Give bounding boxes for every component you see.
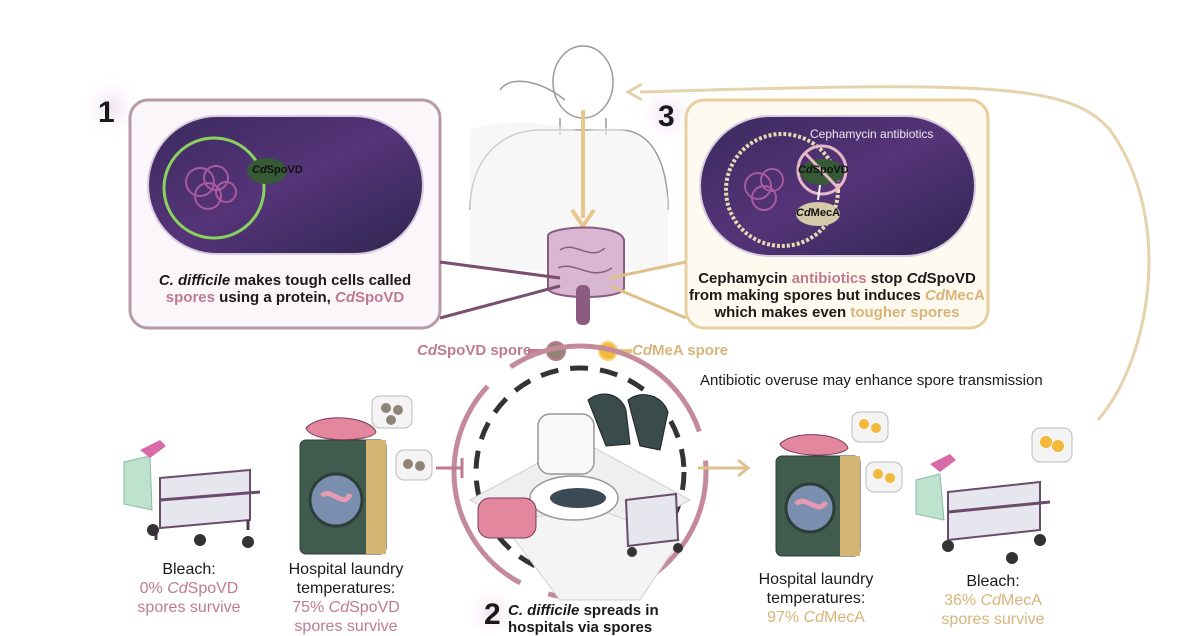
step-number-1: 1 [98, 96, 115, 129]
dna-coil [185, 165, 237, 210]
vegetative-cell [147, 115, 424, 255]
step-number-3: 3 [658, 100, 675, 133]
right-laundry-caption: Hospital laundry temperatures: 97% CdMec… [758, 571, 874, 626]
glove-right-icon [627, 394, 669, 451]
cdspovd-label: CdSpoVD [798, 164, 849, 176]
panel-1-caption: C. difficile makes tough cells called sp… [158, 272, 412, 306]
spore-bubble-right-3 [1031, 427, 1073, 463]
intestine-folds [557, 246, 613, 274]
cart-center [624, 492, 683, 557]
spray-bottle-icon [140, 440, 166, 458]
return-arrow-head [624, 82, 643, 102]
hospital-bed-right [915, 473, 1051, 564]
left-laundry-caption: Hospital laundry temperatures: 75% CdSpo… [288, 561, 404, 635]
no-symbol-slash [804, 152, 840, 190]
cdmeca-label: CdMecA [796, 207, 841, 219]
toilet-water [550, 488, 606, 508]
spore-bubble-right-1 [851, 411, 889, 443]
spray-bottle-icon [930, 454, 956, 472]
hospital-bed-left [123, 455, 261, 548]
toilet-tank [537, 413, 595, 475]
cdspovd-label: CdSpoVD [252, 164, 303, 176]
spore-wall-green [162, 136, 266, 240]
legend-cdmeca-spore: CdMeA spore [632, 342, 729, 359]
panel-3-connector [609, 260, 687, 320]
left-bleach-caption: Bleach: 0% CdSpoVD spores survive [137, 561, 241, 616]
panel-1-connector [439, 260, 561, 320]
induction-arrow [817, 184, 821, 201]
panel-3-caption: Cephamycin antibiotics stop CdSpoVD from… [689, 270, 985, 321]
step-number-2: 2 [484, 598, 501, 631]
washing-machine-left [299, 417, 387, 555]
cdspovd-protein-blob [247, 158, 287, 184]
cephamycin-antibiotics-label: Cephamycin antibiotics [810, 127, 934, 141]
right-bleach-caption: Bleach: 36% CdMecA spores survive [941, 573, 1045, 628]
towel-stack [477, 497, 537, 539]
rectum [576, 285, 590, 325]
no-symbol-icon [796, 144, 848, 196]
spread-arrow-head [737, 458, 751, 478]
step-2-caption: C. difficile spreads in hospitals via sp… [508, 602, 659, 636]
legend-cdspovd-spore: CdSpoVD spore [417, 342, 532, 359]
ingestion-arrow-head [570, 208, 596, 230]
cdmeca-protein-blob [796, 202, 840, 226]
spore-wall-tan [724, 132, 840, 248]
spore-bubble-left-2 [395, 449, 433, 481]
spore-bubble-left-1 [371, 395, 413, 429]
spore-bubble-right-2 [865, 461, 903, 493]
washing-machine-right [775, 434, 861, 557]
return-arrow [639, 85, 1151, 421]
glove-left-icon [587, 393, 631, 447]
overuse-note: Antibiotic overuse may enhance spore tra… [700, 372, 1043, 389]
watercolor-wash [462, 582, 522, 630]
intestine [547, 226, 625, 298]
dna-coil [744, 168, 784, 211]
